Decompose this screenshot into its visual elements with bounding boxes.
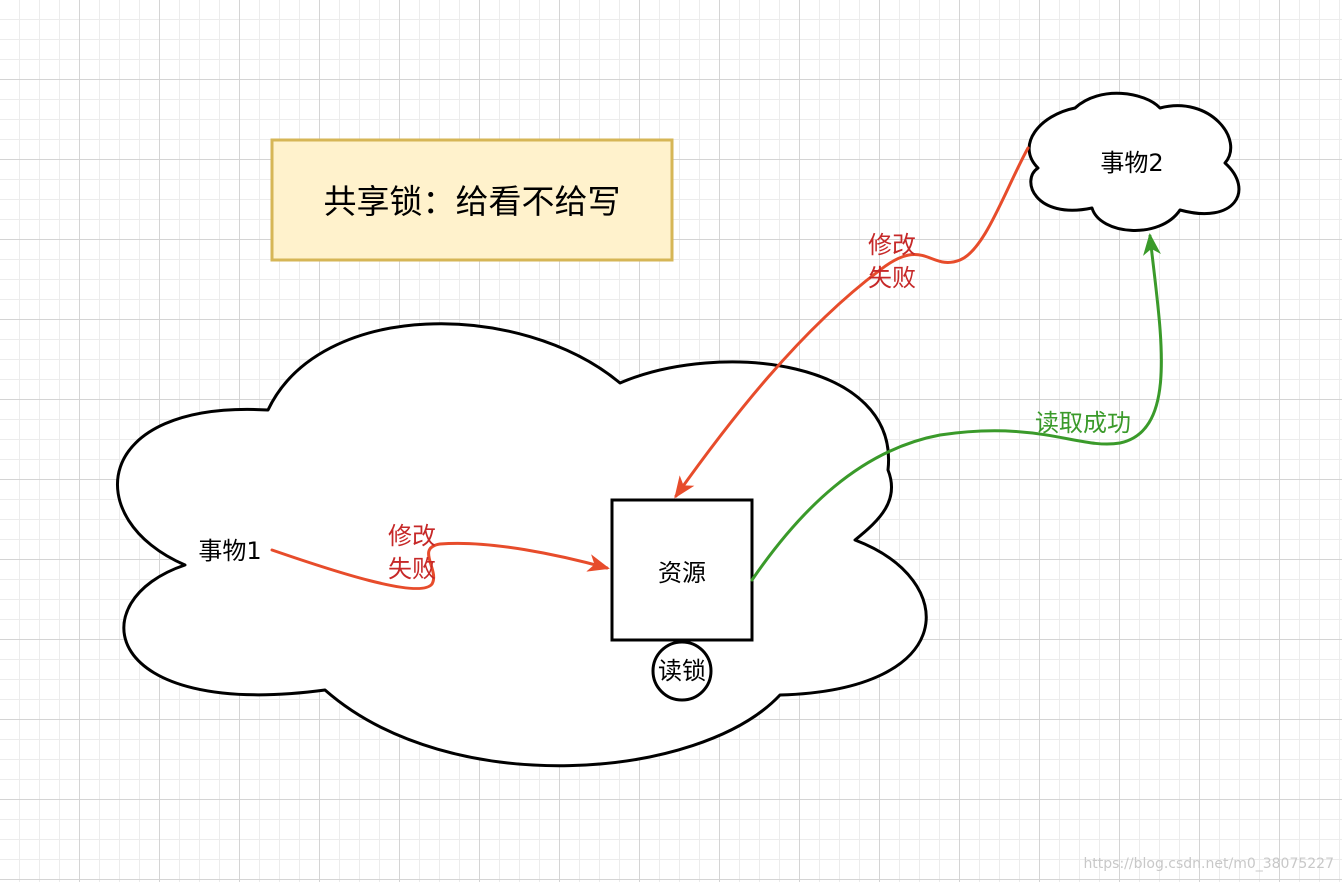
t1-modify-label-line2: 失败 <box>388 555 436 583</box>
t2-read-label: 读取成功 <box>1035 409 1131 437</box>
resource-box <box>610 498 754 642</box>
transaction-2-cloud <box>1027 91 1241 232</box>
title-box: 共享锁：给看不给写 <box>270 138 674 262</box>
read-lock-circle <box>651 640 713 702</box>
transaction-1-label: 事物1 <box>198 537 261 565</box>
transaction-2-label: 事物2 <box>1100 149 1163 177</box>
transaction-1-cloud <box>116 322 928 768</box>
t2-modify-label-line1: 修改 <box>868 231 916 259</box>
t2-modify-label-line2: 失败 <box>868 264 916 292</box>
t1-modify-label-line1: 修改 <box>388 522 436 550</box>
t1-modify-edge <box>270 541 610 590</box>
read-lock-label: 读锁 <box>658 657 706 685</box>
title-text: 共享锁：给看不给写 <box>324 182 621 221</box>
resource-label: 资源 <box>658 559 706 587</box>
watermark: https://blog.csdn.net/m0_38075227 <box>1083 856 1334 872</box>
t2-read-edge <box>750 233 1163 582</box>
t2-modify-edge <box>674 146 1030 499</box>
